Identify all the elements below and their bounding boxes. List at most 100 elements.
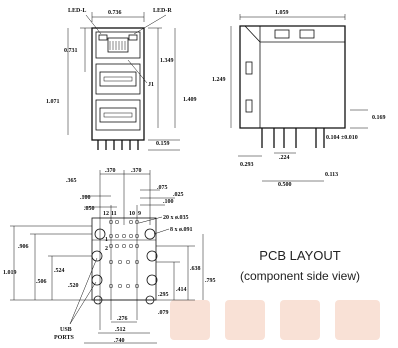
dim-025: .025 xyxy=(173,192,184,198)
front-view: LED-L LED-R J1 0.736 0.731 1.071 1.349 1… xyxy=(46,8,197,151)
pcb-extension-lines xyxy=(99,170,151,330)
side-profile-lines xyxy=(244,25,345,128)
mount-hole xyxy=(93,295,103,305)
dim-638: .638 xyxy=(190,266,201,272)
rj45-opening xyxy=(107,37,129,53)
dim-506: .506 xyxy=(36,279,47,285)
dim-0104: 0.104 ±0.010 xyxy=(326,135,358,141)
mount-hole xyxy=(146,250,158,262)
dim-224: .224 xyxy=(279,155,290,161)
dim-906-line xyxy=(30,233,92,300)
watermark xyxy=(170,300,380,340)
dim-0500: 0.500 xyxy=(278,182,292,188)
dim-0113: 0.113 xyxy=(325,172,338,178)
usb-upper-tongue xyxy=(103,76,133,82)
front-width-dim: 0.736 xyxy=(108,10,122,16)
dim-0159-line xyxy=(148,139,180,151)
side-view: 1.059 1.249 0.169 0.104 ±0.010 0.293 .22… xyxy=(212,10,386,188)
side-width-dim: 1.059 xyxy=(275,10,289,16)
mount-hole xyxy=(91,250,103,262)
side-pins xyxy=(261,128,325,148)
side-window-2 xyxy=(299,29,315,39)
usb-lower-opening xyxy=(99,107,137,123)
pcb-layout: .365 .370 .370 .075 .025 .100 .100 .050 … xyxy=(3,168,216,344)
front-housing xyxy=(91,27,145,141)
usb-leaders xyxy=(69,257,98,325)
dim-0169-line xyxy=(350,109,368,129)
dim-414: .414 xyxy=(176,287,187,293)
dim-050: .050 xyxy=(84,206,95,212)
led-left-label: LED-L xyxy=(68,8,86,14)
dim-0731: 0.731 xyxy=(64,48,78,54)
pcb-inner-lines xyxy=(92,239,156,301)
led-right-label: LED-R xyxy=(153,8,172,14)
dim-1019-line xyxy=(10,225,92,301)
dim-512: .512 xyxy=(115,327,126,333)
dim-520: .520 xyxy=(68,283,79,289)
side-window-1 xyxy=(274,29,290,39)
holes-20: 20 x ø.035 xyxy=(163,215,189,221)
mount-hole xyxy=(145,295,155,305)
holes-8: 8 x ø.091 xyxy=(170,227,193,233)
dim-1349: 1.349 xyxy=(160,58,174,64)
usb-ports-label-1: USB xyxy=(60,327,72,333)
rj45-port xyxy=(95,31,141,59)
led-leaders xyxy=(85,14,167,35)
dim-276: .276 xyxy=(117,316,128,322)
side-housing xyxy=(239,25,346,129)
dim-795: .795 xyxy=(205,278,216,284)
mount-hole xyxy=(144,228,156,240)
usb-lower-tongue xyxy=(103,112,133,118)
j1-leader xyxy=(127,59,148,84)
pin-1: 1 xyxy=(105,237,108,243)
dim-079: .079 xyxy=(158,310,169,316)
dim-100a: .100 xyxy=(80,195,91,201)
dim-0169: 0.169 xyxy=(372,115,386,121)
pin-11: 11 xyxy=(111,211,117,217)
mount-hole xyxy=(91,274,103,286)
dim-1349-line xyxy=(148,27,162,128)
side-width-line xyxy=(239,14,346,20)
dim-370a: .370 xyxy=(105,168,116,174)
usb-port-upper xyxy=(95,63,141,95)
width-dimension-line xyxy=(91,12,145,22)
dim-906: .906 xyxy=(18,244,29,250)
bottom-dim-lines xyxy=(84,321,157,344)
dim-100b: .100 xyxy=(163,199,174,205)
dim-075: .075 xyxy=(157,185,168,191)
side-latch-2 xyxy=(245,99,253,113)
pin-holes xyxy=(108,219,140,289)
hole-leaders xyxy=(138,216,170,235)
led-right-window xyxy=(128,34,138,41)
pcb-layout-subtitle: (component side view) xyxy=(240,269,360,283)
front-pins xyxy=(97,140,139,150)
dim-524: .524 xyxy=(54,268,65,274)
dim-365: .365 xyxy=(66,178,77,184)
usb-upper-opening xyxy=(99,71,137,87)
dim-524-line xyxy=(48,255,92,300)
dim-0731-line xyxy=(80,27,92,72)
dim-0159: 0.159 xyxy=(156,141,170,147)
mount-hole xyxy=(146,274,158,286)
led-left-window xyxy=(98,34,108,41)
usb-port-lower xyxy=(95,99,141,131)
pcb-layout-title: PCB LAYOUT xyxy=(259,248,340,263)
dim-370b: .370 xyxy=(131,168,142,174)
dim-1071: 1.071 xyxy=(46,99,60,105)
dim-1409: 1.409 xyxy=(183,97,197,103)
dim-295: .295 xyxy=(158,292,169,298)
side-height-dim: 1.249 xyxy=(212,77,226,83)
rj45-contacts xyxy=(109,41,126,50)
pin-2: 2 xyxy=(105,246,108,252)
dim-740: .740 xyxy=(114,338,125,344)
j1-label: J1 xyxy=(148,82,154,88)
dim-1019: 1.019 xyxy=(3,270,17,276)
pin-12: 12 xyxy=(103,211,109,217)
right-ext-lines xyxy=(156,245,195,301)
pin-9: 9 xyxy=(138,211,141,217)
top-leader-lines xyxy=(82,189,175,208)
pin-10: 10 xyxy=(129,211,135,217)
dim-0293: 0.293 xyxy=(240,162,254,168)
side-latch-1 xyxy=(245,61,253,75)
